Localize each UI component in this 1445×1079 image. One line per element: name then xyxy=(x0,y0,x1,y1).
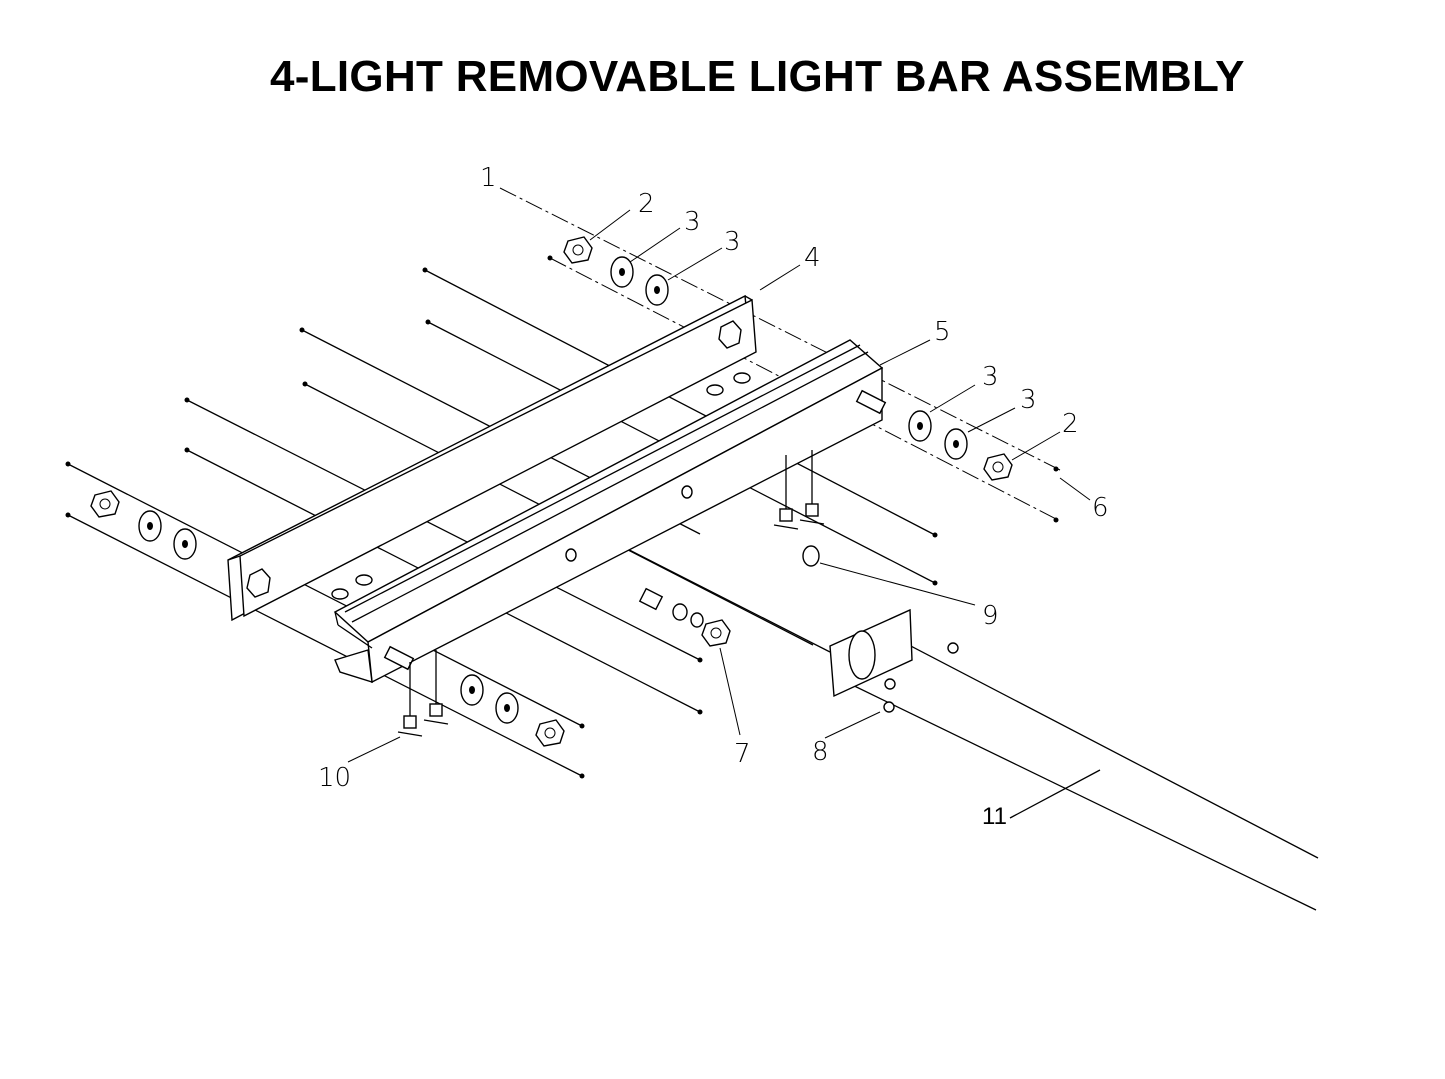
hex-nuts xyxy=(90,236,1013,747)
callout-10: 10 xyxy=(318,763,351,793)
callout-8: 8 xyxy=(812,737,829,767)
hex-nut-icon xyxy=(563,236,593,264)
hex-nut-icon xyxy=(701,619,731,647)
callout-2: 2 xyxy=(638,189,655,219)
washers xyxy=(138,256,968,724)
callout-5: 5 xyxy=(934,317,951,347)
washer-icon xyxy=(610,256,634,288)
latch-icon xyxy=(799,450,825,525)
tube xyxy=(829,608,1319,911)
callout-4: 4 xyxy=(804,243,821,273)
light-bar-channel xyxy=(333,339,884,684)
callout-3: 3 xyxy=(1020,385,1037,415)
washer-icon xyxy=(944,428,968,460)
washer-icon xyxy=(173,528,197,560)
callout-numbers: 1 2 3 3 4 5 3 3 2 6 9 7 8 10 11 xyxy=(318,163,1109,830)
latches xyxy=(397,450,825,737)
bolt-axis-lines xyxy=(67,187,1061,777)
washer-icon xyxy=(645,274,669,306)
grommets xyxy=(331,372,820,600)
callout-1: 1 xyxy=(480,163,497,193)
latch-icon xyxy=(773,455,799,530)
small-nuts xyxy=(883,642,959,713)
hex-nut-icon xyxy=(535,719,565,747)
callout-3: 3 xyxy=(982,362,999,392)
callout-7: 7 xyxy=(734,739,751,769)
washer-icon xyxy=(495,692,519,724)
rear-mounting-plate xyxy=(227,294,757,622)
pin-parts xyxy=(638,587,704,628)
latch-icon xyxy=(423,650,449,725)
washer-icon xyxy=(460,674,484,706)
callout-6: 6 xyxy=(1092,493,1109,523)
callout-2: 2 xyxy=(1062,409,1079,439)
washer-icon xyxy=(138,510,162,542)
hex-nut-icon xyxy=(983,453,1013,481)
washer-icon xyxy=(908,410,932,442)
hex-nut-icon xyxy=(90,490,120,518)
callout-9: 9 xyxy=(982,601,999,631)
page-title: 4-LIGHT REMOVABLE LIGHT BAR ASSEMBLY xyxy=(270,52,1245,101)
callout-3: 3 xyxy=(724,227,741,257)
bolt-end-dots xyxy=(65,255,1059,779)
callout-11: 11 xyxy=(982,803,1007,830)
leader-lines xyxy=(347,209,1101,819)
latch-icon xyxy=(397,662,423,737)
callout-3: 3 xyxy=(684,207,701,237)
